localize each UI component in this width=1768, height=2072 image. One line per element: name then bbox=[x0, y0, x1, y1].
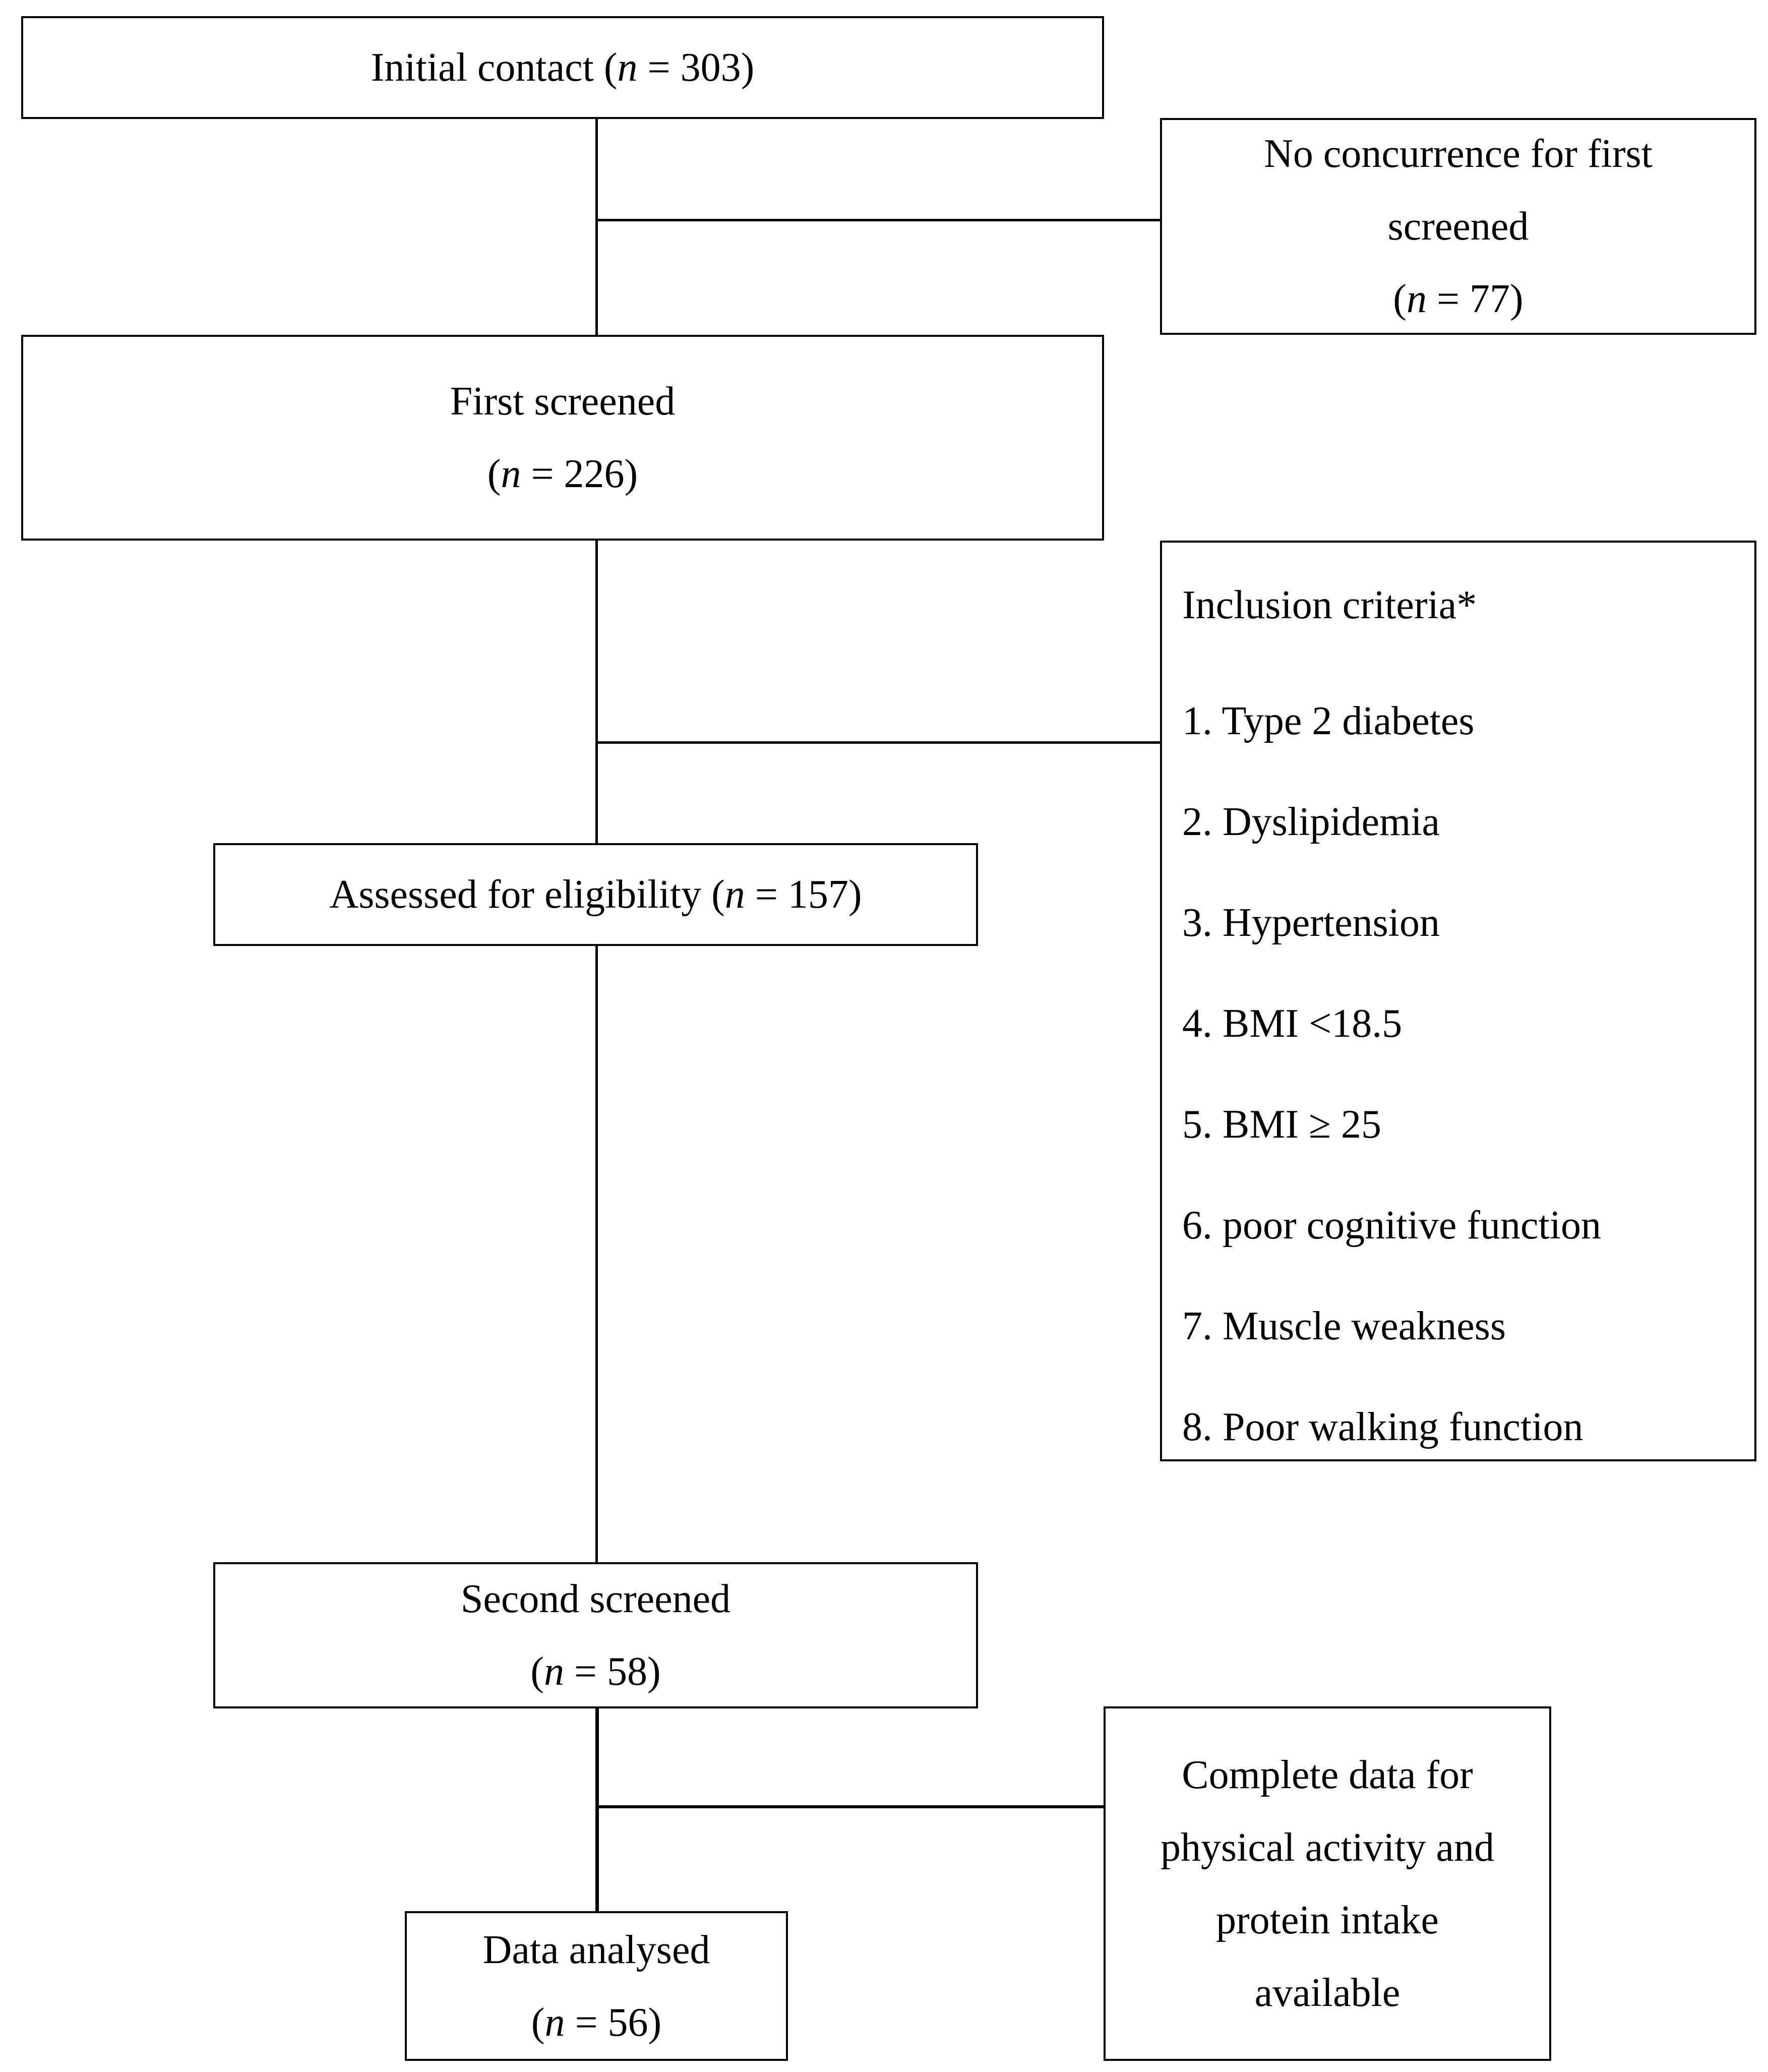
data-analysed-count: (n = 56) bbox=[531, 2000, 662, 2045]
complete-data-box: Complete data for physical activity and … bbox=[1104, 1706, 1551, 2061]
connector-main-lower bbox=[595, 946, 598, 1562]
first-screened-count: (n = 226) bbox=[487, 452, 638, 496]
inclusion-criterion-6: 6. poor cognitive function bbox=[1182, 1203, 1601, 1248]
inclusion-criteria-box: Inclusion criteria* 1. Type 2 diabetes 2… bbox=[1160, 541, 1756, 1461]
inclusion-criterion-1: 1. Type 2 diabetes bbox=[1182, 699, 1475, 743]
inclusion-criterion-2: 2. Dyslipidemia bbox=[1182, 800, 1440, 844]
inclusion-criterion-7: 7. Muscle weakness bbox=[1182, 1304, 1506, 1348]
inclusion-criterion-3: 3. Hypertension bbox=[1182, 901, 1440, 945]
initial-contact-box: Initial contact (n = 303) bbox=[21, 16, 1104, 119]
second-screened-title: Second screened bbox=[460, 1577, 731, 1621]
inclusion-criterion-5: 5. BMI ≥ 25 bbox=[1182, 1102, 1382, 1147]
inclusion-criterion-8: 8. Poor walking function bbox=[1182, 1405, 1583, 1449]
initial-contact-text: Initial contact (n = 303) bbox=[371, 45, 755, 90]
assessed-eligibility-box: Assessed for eligibility (n = 157) bbox=[213, 843, 978, 946]
no-concurrence-line1: No concurrence for first bbox=[1264, 132, 1653, 176]
inclusion-criterion-4: 4. BMI <18.5 bbox=[1182, 1001, 1403, 1046]
connector-main-bottom bbox=[595, 1706, 599, 1912]
no-concurrence-line2: screened bbox=[1387, 204, 1529, 249]
complete-data-line4: available bbox=[1254, 1970, 1400, 2015]
second-screened-count: (n = 58) bbox=[530, 1649, 661, 1694]
no-concurrence-box: No concurrence for first screened (n = 7… bbox=[1160, 118, 1756, 335]
first-screened-box: First screened (n = 226) bbox=[21, 335, 1104, 541]
connector-main-top bbox=[595, 119, 598, 335]
no-concurrence-count: (n = 77) bbox=[1393, 277, 1523, 321]
connector-main-middle bbox=[595, 541, 598, 843]
complete-data-line3: protein intake bbox=[1215, 1898, 1439, 1942]
first-screened-title: First screened bbox=[450, 379, 676, 424]
complete-data-line2: physical activity and bbox=[1160, 1825, 1495, 1870]
inclusion-criteria-title: Inclusion criteria* bbox=[1182, 583, 1477, 627]
complete-data-line1: Complete data for bbox=[1182, 1752, 1473, 1797]
connector-branch-complete-data bbox=[595, 1805, 1105, 1808]
connector-branch-no-concurrence bbox=[595, 219, 1160, 221]
data-analysed-box: Data analysed (n = 56) bbox=[405, 1911, 788, 2061]
data-analysed-title: Data analysed bbox=[482, 1927, 710, 1972]
connector-branch-inclusion bbox=[595, 741, 1160, 744]
second-screened-box: Second screened (n = 58) bbox=[213, 1562, 978, 1708]
assessed-eligibility-text: Assessed for eligibility (n = 157) bbox=[329, 872, 862, 917]
